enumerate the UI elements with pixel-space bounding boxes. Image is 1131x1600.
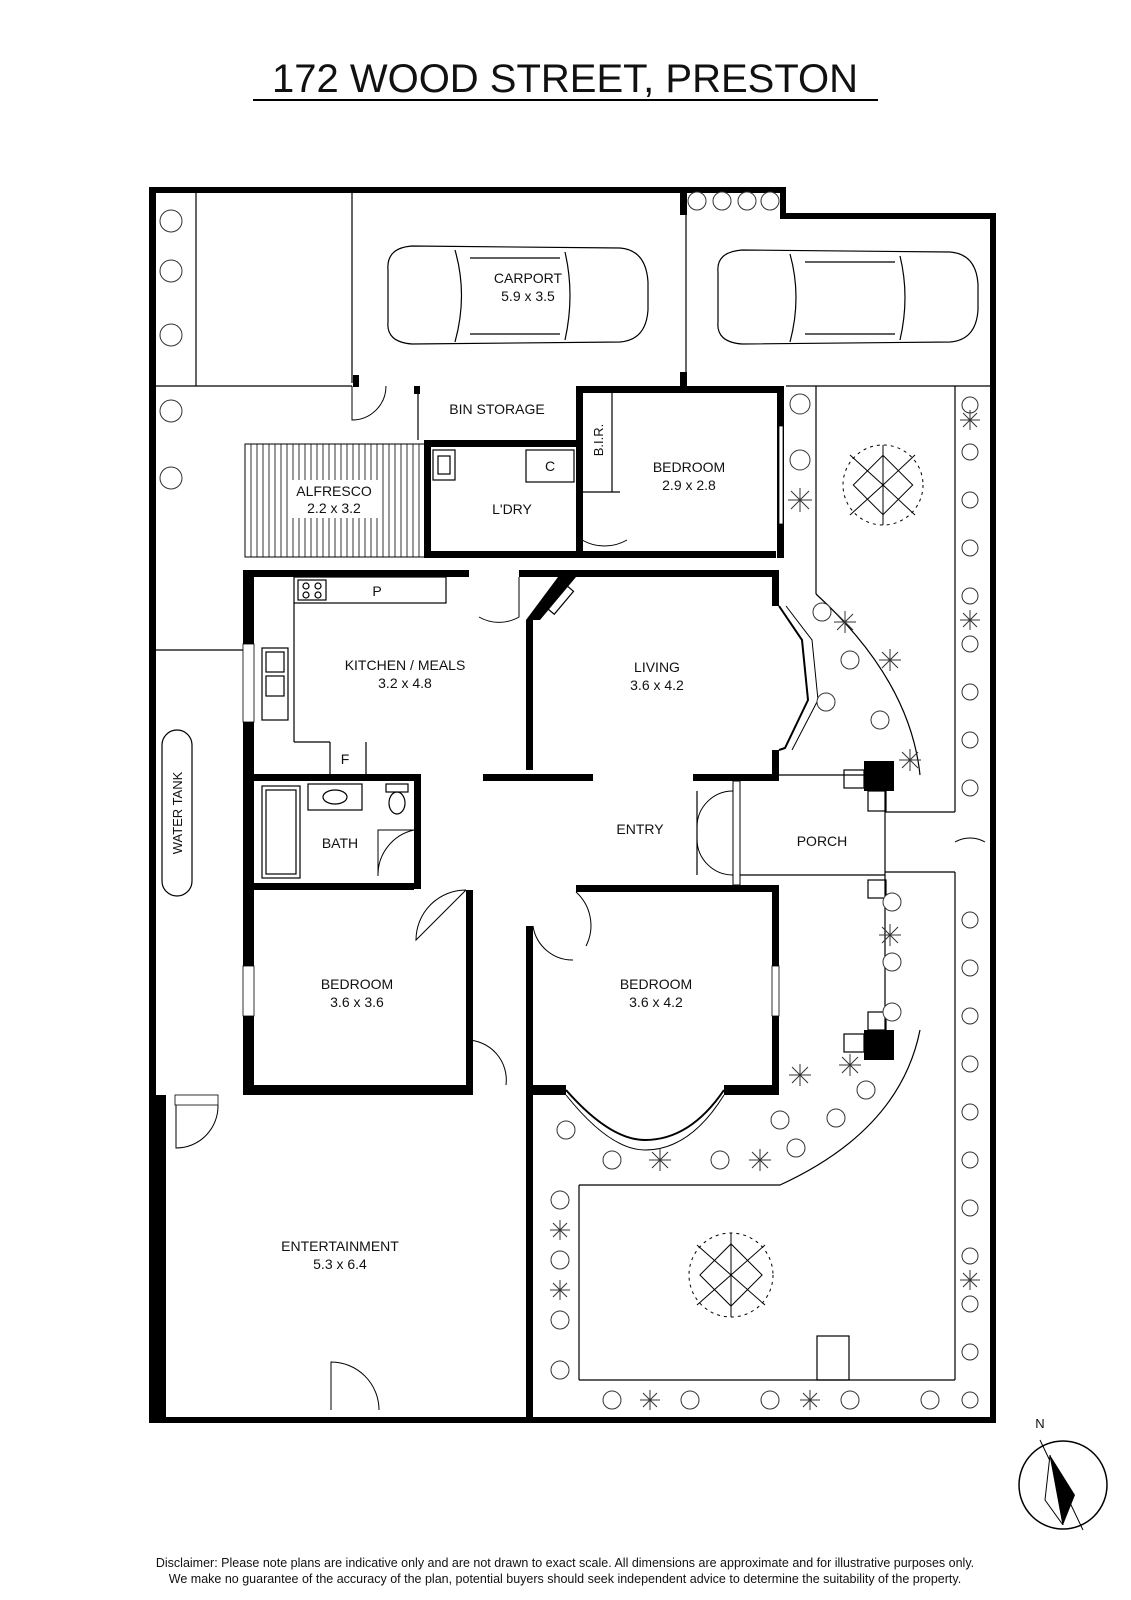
bedroom-3: BEDROOM 3.6 x 4.2 — [526, 885, 780, 1151]
compass: N — [1018, 1416, 1108, 1531]
alfresco-name: ALFRESCO — [296, 483, 372, 499]
fridge-label: F — [341, 751, 350, 767]
bir-label: B.I.R. — [591, 424, 606, 457]
bedroom-1: B.I.R. BEDROOM 2.9 x 2.8 — [576, 386, 784, 558]
car-icon — [387, 245, 649, 345]
bedroom-2-name: BEDROOM — [321, 976, 393, 992]
bath: BATH — [254, 774, 421, 890]
water-tank: WATER TANK — [161, 729, 193, 897]
garden — [159, 191, 996, 1410]
hall: ENTRY — [254, 774, 779, 837]
living: LIVING 3.6 x 4.2 — [526, 577, 819, 770]
bedroom-1-dims: 2.9 x 2.8 — [662, 477, 716, 493]
pantry-label: P — [372, 583, 381, 599]
porch-name: PORCH — [797, 833, 848, 849]
carport-dims: 5.9 x 3.5 — [501, 288, 555, 304]
bedroom-3-name: BEDROOM — [620, 976, 692, 992]
shrub-icon — [159, 191, 979, 1410]
laundry-name: L'DRY — [492, 501, 532, 517]
entertainment: ENTERTAINMENT 5.3 x 6.4 — [156, 1094, 533, 1423]
house-walls — [243, 570, 779, 1095]
bedroom-1-name: BEDROOM — [653, 459, 725, 475]
cupboard-label: C — [545, 458, 555, 474]
carport: CARPORT 5.9 x 3.5 — [156, 193, 979, 421]
alfresco-dims: 2.2 x 3.2 — [307, 500, 361, 516]
bedroom-2: BEDROOM 3.6 x 3.6 — [242, 889, 507, 1090]
carport-name: CARPORT — [494, 270, 563, 286]
site-boundary — [149, 187, 996, 1423]
bedroom-3-dims: 3.6 x 4.2 — [629, 994, 683, 1010]
disclaimer-line-2: We make no guarantee of the accuracy of … — [169, 1572, 961, 1586]
plan-title: 172 WOOD STREET, PRESTON — [272, 57, 858, 101]
kitchen-dims: 3.2 x 4.8 — [378, 675, 432, 691]
entry-name: ENTRY — [616, 821, 664, 837]
living-dims: 3.6 x 4.2 — [630, 677, 684, 693]
plant-icon — [550, 410, 980, 1410]
tree-icon — [842, 444, 924, 526]
bedroom-2-dims: 3.6 x 3.6 — [330, 994, 384, 1010]
living-name: LIVING — [634, 659, 680, 675]
disclaimer-line-1: Disclaimer: Please note plans are indica… — [156, 1556, 974, 1570]
car-icon — [717, 249, 979, 345]
bath-name: BATH — [322, 835, 358, 851]
kitchen-meals: P KITCHEN / MEALS 3.2 x 4.8 F — [242, 576, 520, 774]
entertainment-name: ENTERTAINMENT — [281, 1238, 399, 1254]
water-tank-label: WATER TANK — [170, 771, 185, 854]
alfresco-deck: ALFRESCO 2.2 x 3.2 — [244, 443, 426, 558]
compass-north-label: N — [1035, 1416, 1044, 1431]
bin-storage-label: BIN STORAGE — [449, 401, 544, 417]
laundry: C L'DRY — [424, 440, 776, 558]
entertainment-dims: 5.3 x 6.4 — [313, 1256, 367, 1272]
kitchen-name: KITCHEN / MEALS — [345, 657, 466, 673]
porch: PORCH — [696, 761, 986, 1060]
tree-icon — [688, 1232, 774, 1318]
